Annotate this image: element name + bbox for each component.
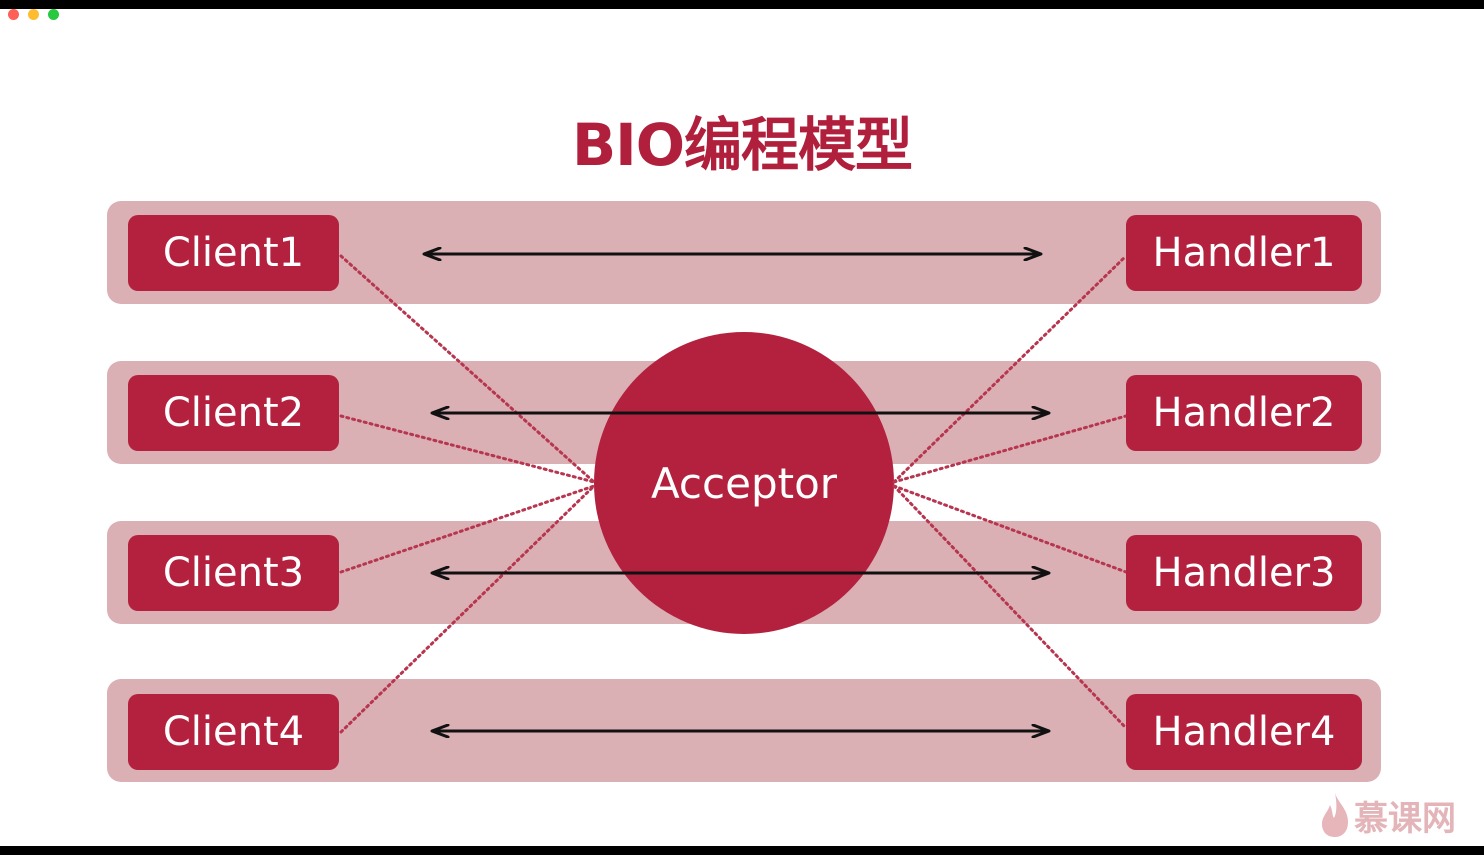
watermark-text: 慕课网 — [1354, 798, 1456, 839]
client-node-2: Client2 — [128, 375, 339, 451]
client-node-3: Client3 — [128, 535, 339, 611]
handler-node-3: Handler3 — [1126, 535, 1362, 611]
diagram-title: BIO编程模型 — [571, 111, 913, 179]
handler-node-2: Handler2 — [1126, 375, 1362, 451]
handler-node-4: Handler4 — [1126, 694, 1362, 770]
client-node-4: Client4 — [128, 694, 339, 770]
watermark-logo: 慕课网 — [1318, 790, 1456, 840]
flame-icon — [1322, 793, 1348, 837]
window-maximize-button[interactable] — [48, 9, 59, 20]
acceptor-node: Acceptor — [594, 332, 894, 634]
client-node-1: Client1 — [128, 215, 339, 291]
window-minimize-button[interactable] — [28, 9, 39, 20]
window-close-button[interactable] — [8, 9, 19, 20]
handler-node-1: Handler1 — [1126, 215, 1362, 291]
